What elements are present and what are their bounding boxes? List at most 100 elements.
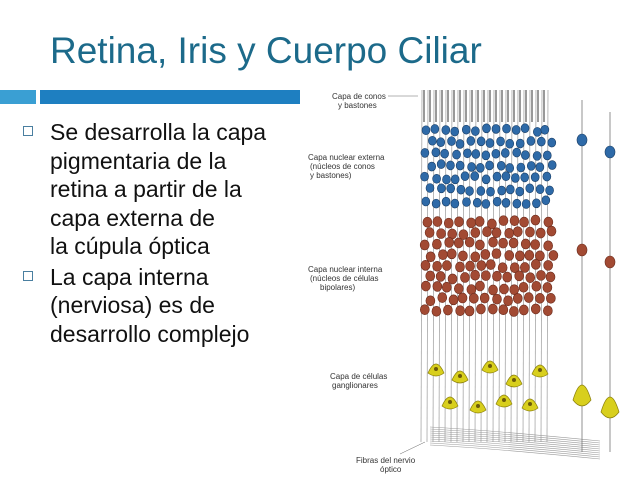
ganglion-nucleus xyxy=(528,402,532,406)
bipolar-nucleus xyxy=(509,262,520,273)
optic-fiber xyxy=(429,442,601,458)
cone-rod-nucleus xyxy=(526,136,536,146)
cone-rod-nucleus xyxy=(542,171,552,182)
bullet-line: desarrollo complejo xyxy=(50,320,250,347)
cone-rod-nucleus xyxy=(428,135,437,146)
cone-rod-nucleus xyxy=(467,162,476,172)
bipolar-nucleus xyxy=(519,216,529,228)
optic-fiber xyxy=(429,444,601,460)
bipolar-nucleus xyxy=(442,260,452,271)
cone-rod-nucleus xyxy=(430,124,440,134)
cone-rod-nucleus xyxy=(512,198,522,209)
cone-rod-nucleus xyxy=(440,148,449,159)
optic-fiber xyxy=(429,430,601,446)
chain-ganglion-cell xyxy=(600,396,620,419)
bipolar-nucleus xyxy=(419,239,430,251)
bipolar-nucleus xyxy=(432,281,443,292)
bullet-line: Se desarrolla la capa xyxy=(50,119,267,145)
cone-rod-nucleus xyxy=(421,196,431,207)
bipolar-nucleus xyxy=(525,226,535,238)
bipolar-nucleus xyxy=(476,260,487,271)
ganglion-nucleus xyxy=(488,364,492,368)
bipolar-nucleus xyxy=(457,292,468,304)
bipolar-nucleus xyxy=(458,229,469,240)
bipolar-nucleus xyxy=(520,262,530,273)
bipolar-nucleus xyxy=(488,236,498,248)
label-line: óptico xyxy=(380,465,402,474)
square-bullet-icon xyxy=(23,270,33,281)
bullet-line: la cúpula óptica xyxy=(50,233,210,259)
label-line: (núcleos de células xyxy=(310,274,378,283)
bipolar-nucleus xyxy=(443,217,454,229)
bipolar-nucleus xyxy=(525,272,536,283)
bipolar-nucleus xyxy=(441,281,452,293)
optic-fiber xyxy=(429,436,601,452)
fiber-line xyxy=(540,89,543,443)
cone-rod-nucleus xyxy=(421,125,431,136)
bipolar-nucleus xyxy=(432,216,443,227)
bipolar-nucleus xyxy=(543,216,554,228)
cone-rod-nucleus xyxy=(506,184,515,195)
label-inner-nuclear-layer: Capa nuclear interna (núcleos de células… xyxy=(308,265,383,292)
bipolar-nucleus xyxy=(508,237,519,249)
bipolar-nucleus xyxy=(535,250,545,262)
cone-rod-nucleus xyxy=(437,183,446,194)
cone-rod-nucleus xyxy=(505,138,515,149)
cone-rod-nucleus xyxy=(535,162,545,172)
cone-rod-nucleus xyxy=(436,137,446,148)
bipolar-nucleus xyxy=(498,304,509,316)
cone-rod-nucleus xyxy=(471,126,480,136)
bipolar-nucleus xyxy=(425,270,436,282)
fiber-line xyxy=(474,89,477,443)
cone-rod-nucleus xyxy=(505,163,515,173)
bipolar-nucleus xyxy=(432,238,442,250)
cone-rod-nucleus xyxy=(526,161,536,171)
bipolar-nucleus xyxy=(420,304,430,315)
optic-fiber xyxy=(429,440,601,456)
bipolar-nucleus xyxy=(543,240,553,252)
cone-rod-nucleus xyxy=(456,184,466,195)
cone-rod-nucleus xyxy=(516,162,526,173)
bullet-line: pigmentaria de la xyxy=(50,147,227,174)
bipolar-nucleus xyxy=(464,305,475,317)
cone-rod-nucleus xyxy=(441,125,451,135)
bullet-item: Se desarrolla la capa pigmentaria de la … xyxy=(20,118,310,261)
bipolar-nucleus xyxy=(446,248,457,260)
bipolar-nucleus xyxy=(518,281,529,293)
ganglion-nucleus xyxy=(476,404,480,408)
cone-rod-nucleus xyxy=(461,124,471,135)
cone-rod-nucleus xyxy=(460,171,470,181)
cone-rod-nucleus xyxy=(521,150,530,160)
label-outer-nuclear-layer: Capa nuclear externa (núcleos de conos y… xyxy=(308,153,385,180)
cone-rod-nucleus xyxy=(532,151,542,161)
cone-rod-nucleus xyxy=(481,174,491,185)
bipolar-nucleus xyxy=(530,214,541,226)
bipolar-nucleus xyxy=(460,272,470,283)
bipolar-nucleus xyxy=(466,284,477,295)
bipolar-nucleus xyxy=(470,269,480,281)
bipolar-nucleus xyxy=(512,226,523,237)
cone-rod-nucleus xyxy=(501,171,511,182)
bipolar-nucleus xyxy=(464,236,475,248)
cone-rod-nucleus xyxy=(431,147,441,158)
bipolar-nucleus xyxy=(524,250,535,261)
cone-rod-nucleus xyxy=(427,161,437,172)
label-line: y bastones) xyxy=(310,171,352,180)
fiber-line xyxy=(528,89,531,443)
bipolar-nucleus xyxy=(455,305,465,316)
cone-rod-nucleus xyxy=(450,174,460,185)
cone-rod-nucleus xyxy=(425,183,435,193)
chain-red-nucleus xyxy=(604,255,616,269)
cone-rod-nucleus xyxy=(515,186,525,197)
bipolar-nucleus xyxy=(420,260,431,271)
bipolar-nucleus xyxy=(487,218,497,230)
cone-rod-nucleus xyxy=(497,185,506,196)
bipolar-nucleus xyxy=(491,227,502,238)
cone-rod-nucleus xyxy=(547,137,557,148)
cone-rod-nucleus xyxy=(533,127,542,137)
bipolar-nucleus xyxy=(466,217,476,229)
optic-fiber xyxy=(429,428,601,444)
cone-rod-nucleus xyxy=(476,163,485,173)
label-line: Capa nuclear interna xyxy=(308,265,383,274)
cone-rod-nucleus xyxy=(500,148,510,158)
